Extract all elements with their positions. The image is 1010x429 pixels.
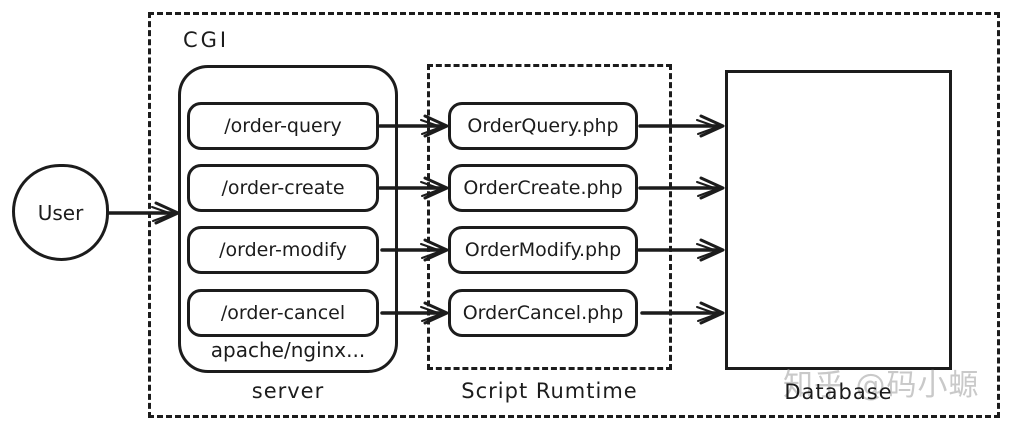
script-label: OrderQuery.php [467,115,619,137]
server-engine-label: apache/nginx... [210,338,366,362]
cgi-boundary-box [148,12,1000,418]
script-runtime-boundary-box [427,64,672,370]
endpoint-order-cancel: /order-cancel [187,289,379,337]
endpoint-order-query: /order-query [187,102,379,150]
cgi-label: CGI [183,28,230,52]
script-label: OrderCancel.php [462,302,624,324]
user-node: User [12,164,109,261]
endpoint-order-modify: /order-modify [187,226,379,274]
endpoint-label: /order-create [221,177,345,199]
watermark: 知乎 @码小螈 [783,368,980,403]
script-ordercancel-php: OrderCancel.php [448,289,638,337]
endpoint-label: /order-query [224,115,342,137]
database-node [725,70,952,370]
script-label: OrderModify.php [464,239,622,261]
script-orderquery-php: OrderQuery.php [448,102,638,150]
database-caption: Database [784,380,893,404]
endpoint-label: /order-modify [219,239,347,261]
script-label: OrderCreate.php [463,177,623,199]
script-runtime-caption: Script Rumtime [461,379,638,403]
user-label: User [37,200,84,225]
script-ordercreate-php: OrderCreate.php [448,164,638,212]
endpoint-order-create: /order-create [187,164,379,212]
script-ordermodify-php: OrderModify.php [448,226,638,274]
endpoint-label: /order-cancel [220,302,346,324]
server-caption: server [251,379,325,403]
